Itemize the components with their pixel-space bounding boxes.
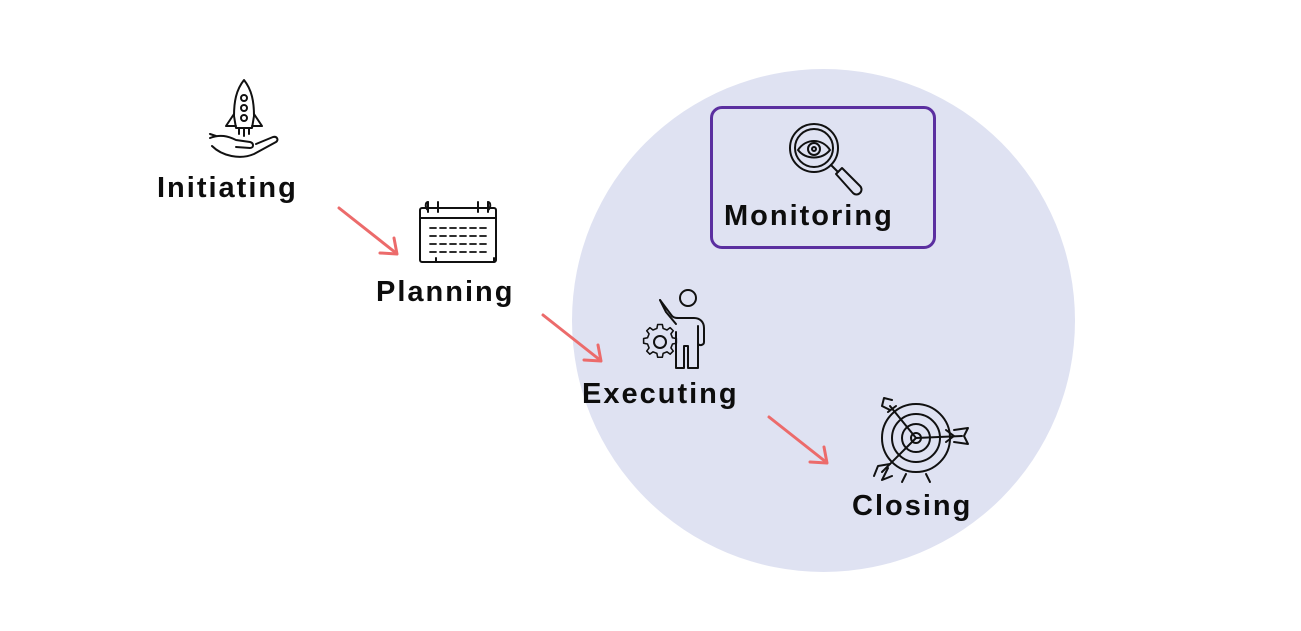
target-with-arrows-icon bbox=[870, 396, 972, 486]
execution-circle-background bbox=[572, 69, 1075, 572]
stage-label-initiating: Initiating bbox=[157, 172, 298, 204]
person-with-gear-icon bbox=[640, 288, 710, 372]
arrow-planning-to-executing bbox=[540, 312, 610, 368]
monitoring-box bbox=[710, 106, 936, 249]
calendar-icon bbox=[416, 200, 500, 266]
arrow-executing-to-closing bbox=[766, 414, 836, 470]
stage-label-executing: Executing bbox=[582, 378, 739, 410]
stage-label-planning: Planning bbox=[376, 276, 515, 308]
rocket-in-hand-icon bbox=[206, 76, 280, 164]
arrow-initiating-to-planning bbox=[336, 205, 406, 261]
stage-label-closing: Closing bbox=[852, 490, 973, 522]
stage-label-monitoring: Monitoring bbox=[724, 200, 894, 232]
magnifier-eye-icon bbox=[786, 120, 866, 198]
